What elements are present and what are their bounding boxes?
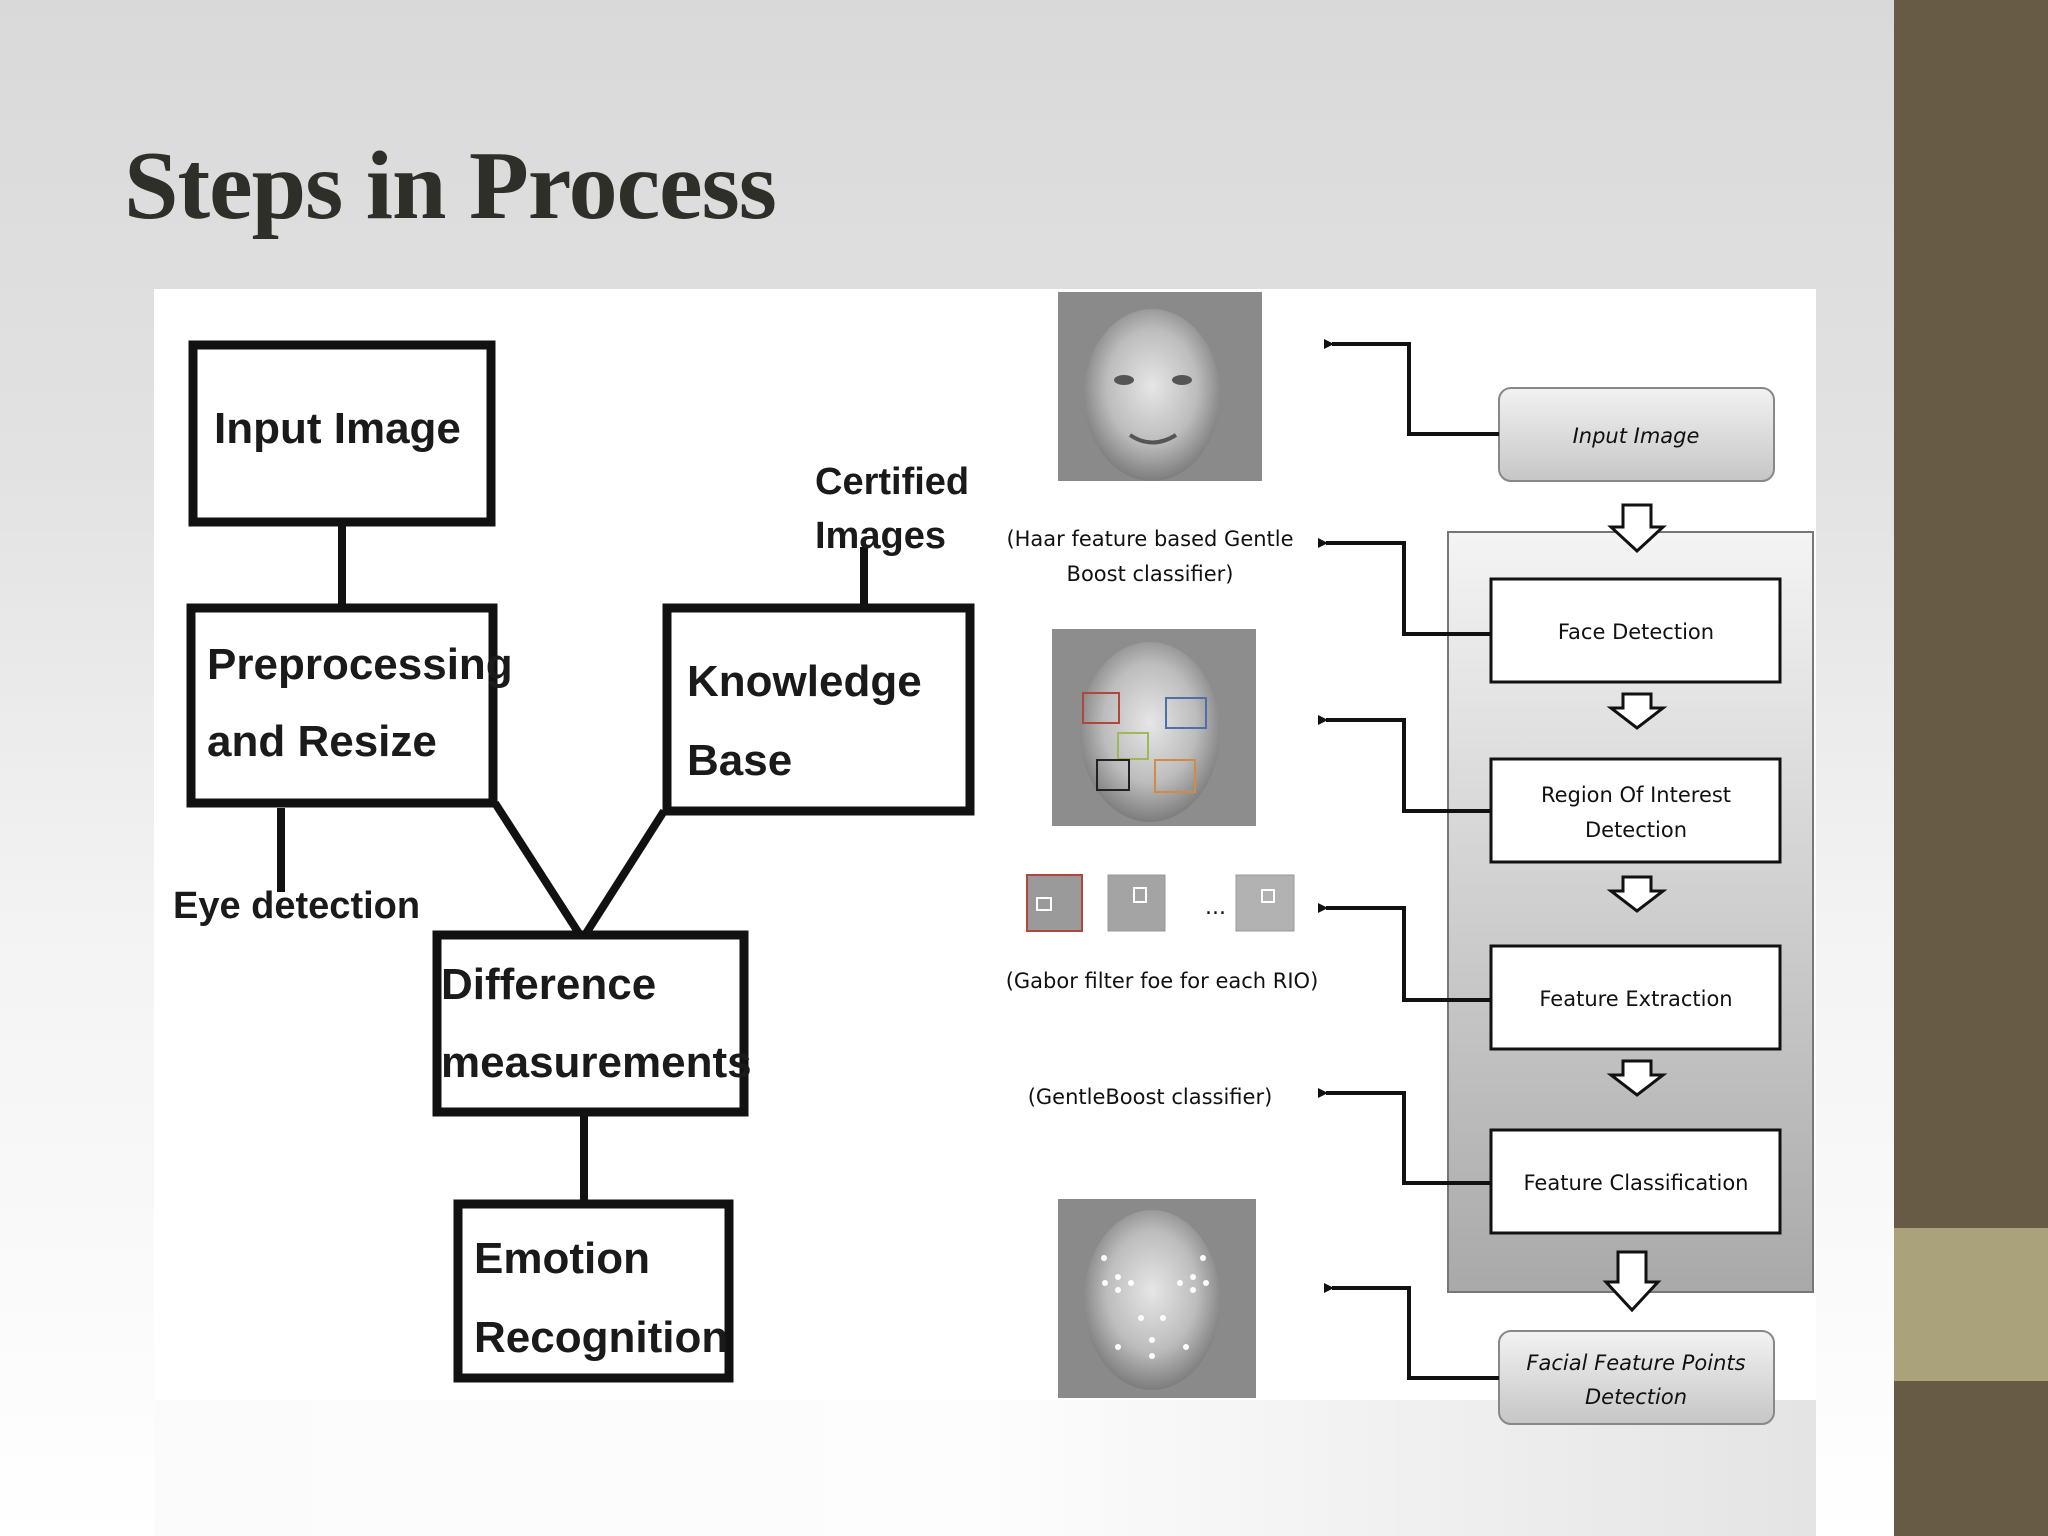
slide-title: Steps in Process xyxy=(124,132,777,240)
gentleboost-annotation: (GentleBoost classifier) xyxy=(1028,1085,1273,1109)
difference-measurements-line2: measurements xyxy=(441,1038,752,1087)
certified-images-line1: Certified xyxy=(815,461,969,503)
connector-feature-extraction xyxy=(1318,903,1491,1002)
right-flowchart: Input Image Facial Feature Points Detect… xyxy=(1006,292,1814,1425)
emotion-recognition-box xyxy=(453,1199,734,1383)
roi-detection-box xyxy=(1489,757,1782,864)
face-detection-label: Face Detection xyxy=(1558,620,1714,644)
feature-thumbnails: ... xyxy=(1026,874,1295,932)
facial-points-pill xyxy=(1498,1330,1775,1425)
feature-extraction-label: Feature Extraction xyxy=(1539,987,1732,1011)
down-arrow-1 xyxy=(1607,503,1667,554)
emotion-recognition-line2: Recognition xyxy=(474,1313,728,1362)
difference-measurements-line1: Difference xyxy=(441,960,656,1009)
knowledge-base-line1: Knowledge xyxy=(687,657,922,706)
input-image-pill-label: Input Image xyxy=(1573,424,1700,448)
preprocessing-box xyxy=(186,603,498,808)
connector-preprocess-difference xyxy=(491,800,584,938)
haar-annotation-line2: Boost classifier) xyxy=(1067,562,1234,586)
face-photo-roi xyxy=(1052,629,1256,826)
eye-detection-label: Eye detection xyxy=(173,885,420,927)
feature-classification-label: Feature Classification xyxy=(1524,1171,1749,1195)
roi-detection-label-line2: Detection xyxy=(1585,818,1687,842)
left-flowchart: Input Image Preprocessing and Resize Eye… xyxy=(173,340,975,1383)
thumbnail-ellipsis: ... xyxy=(1205,895,1226,920)
input-image-box xyxy=(188,340,496,527)
connector-input xyxy=(1324,339,1499,436)
knowledge-base-box xyxy=(662,603,975,816)
connector-kb-difference xyxy=(581,808,668,938)
down-arrow-5 xyxy=(1602,1250,1662,1313)
emotion-recognition-line1: Emotion xyxy=(474,1234,650,1283)
facial-points-label-line2: Detection xyxy=(1585,1385,1687,1409)
face-photo-input xyxy=(1058,292,1262,481)
difference-measurements-box xyxy=(432,930,749,1117)
haar-annotation-line1: (Haar feature based Gentle xyxy=(1006,527,1293,551)
roi-detection-label-line1: Region Of Interest xyxy=(1541,783,1731,807)
feature-extraction-box xyxy=(1489,944,1782,1051)
connector-feature-classification xyxy=(1318,1088,1491,1185)
decorative-side-accent xyxy=(1894,1228,2048,1381)
preprocessing-label-line2: and Resize xyxy=(207,717,437,766)
input-image-label: Input Image xyxy=(214,404,461,453)
down-arrow-2 xyxy=(1606,692,1668,730)
facial-points-label-line1: Facial Feature Points xyxy=(1526,1351,1745,1375)
gabor-annotation: (Gabor filter foe for each RIO) xyxy=(1006,969,1319,993)
certified-images-line2: Images xyxy=(815,515,946,557)
down-arrows xyxy=(1602,503,1668,1313)
connector-face-detection xyxy=(1318,538,1491,636)
preprocessing-label-line1: Preprocessing xyxy=(207,640,513,689)
connector-facial-points xyxy=(1324,1283,1499,1380)
down-arrow-3 xyxy=(1606,875,1668,913)
face-photo-feature-points xyxy=(1058,1199,1256,1398)
knowledge-base-line2: Base xyxy=(687,736,792,785)
feature-classification-box xyxy=(1489,1128,1782,1235)
connector-roi xyxy=(1318,715,1491,813)
face-detection-box xyxy=(1489,577,1782,684)
down-arrow-4 xyxy=(1606,1059,1668,1097)
